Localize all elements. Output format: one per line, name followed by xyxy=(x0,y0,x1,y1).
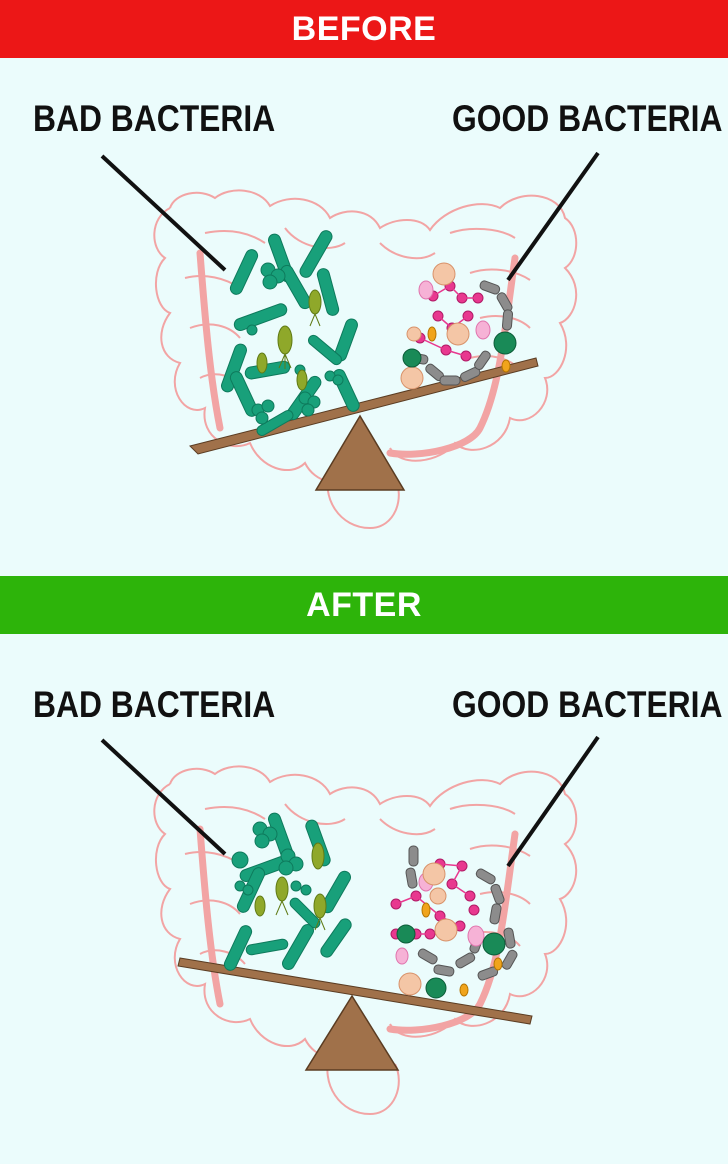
after-banner: AFTER xyxy=(0,576,728,634)
good-bacteria-cluster xyxy=(390,845,518,999)
scale-fulcrum xyxy=(304,994,400,1071)
large-intestine-illustration xyxy=(153,765,578,1116)
good-bacteria-label: GOOD BACTERIA xyxy=(452,684,723,725)
after-banner-title: AFTER xyxy=(306,585,422,624)
bad-bacteria-label: BAD BACTERIA xyxy=(33,684,276,725)
after-illustration xyxy=(100,735,600,1116)
before-illustration xyxy=(100,151,600,530)
good-bacteria-pointer xyxy=(506,151,600,282)
before-banner-title: BEFORE xyxy=(291,9,437,48)
bad-bacteria-flagellates xyxy=(256,289,322,391)
colon-tube-left xyxy=(196,249,224,432)
large-intestine-illustration xyxy=(153,189,578,530)
bad-bacteria-pointer xyxy=(100,738,227,856)
colon-tube-right xyxy=(386,830,519,1034)
after-panel: BAD BACTERIA GOOD BACTERIA xyxy=(0,634,728,1164)
good-bacteria-cluster xyxy=(400,262,517,390)
before-panel: BAD BACTERIA GOOD BACTERIA xyxy=(0,58,728,576)
bad-bacteria-cluster xyxy=(221,230,360,436)
good-bacteria-pointer xyxy=(506,735,600,868)
colon-tube-left xyxy=(196,825,224,1008)
before-banner: BEFORE xyxy=(0,0,728,58)
scale-beam xyxy=(177,957,533,1025)
scale-fulcrum xyxy=(314,414,406,491)
good-bacteria-label: GOOD BACTERIA xyxy=(452,98,723,139)
bad-bacteria-label: BAD BACTERIA xyxy=(33,98,276,139)
bad-bacteria-pointer xyxy=(100,154,227,272)
bad-bacteria-cluster xyxy=(223,812,352,971)
bad-bacteria-flagellates xyxy=(254,842,327,931)
